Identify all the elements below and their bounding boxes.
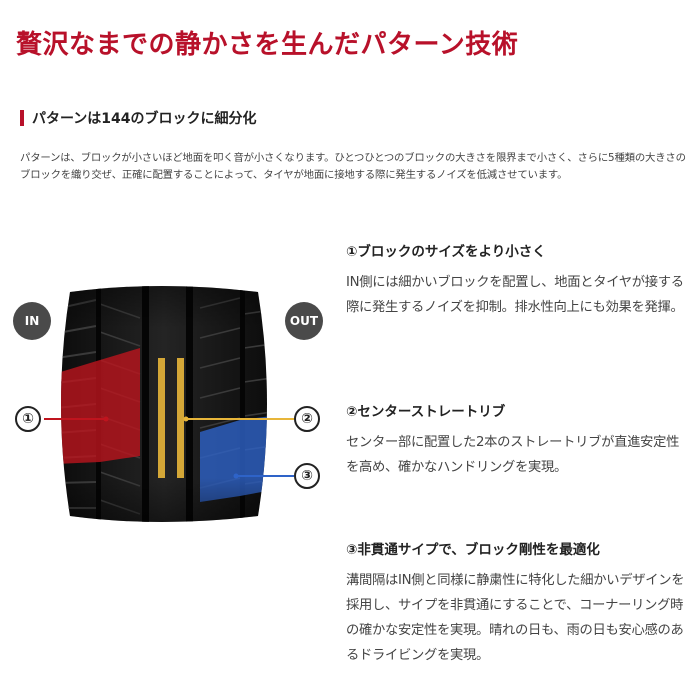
feature-3-title: ③非貫通サイプで、ブロック剛性を最適化	[346, 542, 600, 558]
out-side-badge: OUT	[285, 302, 323, 340]
feature-2-title: ②センターストレートリブ	[346, 404, 506, 420]
feature-block-size: ①ブロックのサイズをより小さく IN側には細かいブロックを配置し、地面とタイヤが…	[346, 240, 692, 320]
marker-3: ③	[294, 463, 320, 489]
in-side-badge: IN	[13, 302, 51, 340]
section-heading: パターンは144のブロックに細分化	[20, 108, 257, 128]
feature-2-body: センター部に配置した2本のストレートリブが直進安定性を高め、確かなハンドリングを…	[346, 435, 680, 475]
tire-tread-image	[44, 286, 294, 522]
feature-1-body: IN側には細かいブロックを配置し、地面とタイヤが接する際に発生するノイズを抑制。…	[346, 275, 684, 315]
marker-2: ②	[294, 406, 320, 432]
section-heading-text: パターンは144のブロックに細分化	[32, 111, 257, 127]
feature-center-rib: ②センターストレートリブ センター部に配置した2本のストレートリブが直進安定性を…	[346, 400, 692, 480]
tire-diagram: IN OUT ① ② ③	[0, 278, 340, 528]
marker-1: ①	[15, 406, 41, 432]
feature-sipe: ③非貫通サイプで、ブロック剛性を最適化 溝間隔はIN側と同様に静粛性に特化した細…	[346, 538, 692, 668]
intro-paragraph: パターンは、ブロックが小さいほど地面を叩く音が小さくなります。ひとつひとつのブロ…	[20, 152, 686, 181]
heading-accent-bar	[20, 110, 24, 126]
feature-1-title: ①ブロックのサイズをより小さく	[346, 244, 546, 260]
page-title: 贅沢なまでの静かさを生んだパターン技術	[16, 30, 519, 60]
feature-3-body: 溝間隔はIN側と同様に静粛性に特化した細かいデザインを採用し、サイプを非貫通にす…	[346, 573, 685, 663]
